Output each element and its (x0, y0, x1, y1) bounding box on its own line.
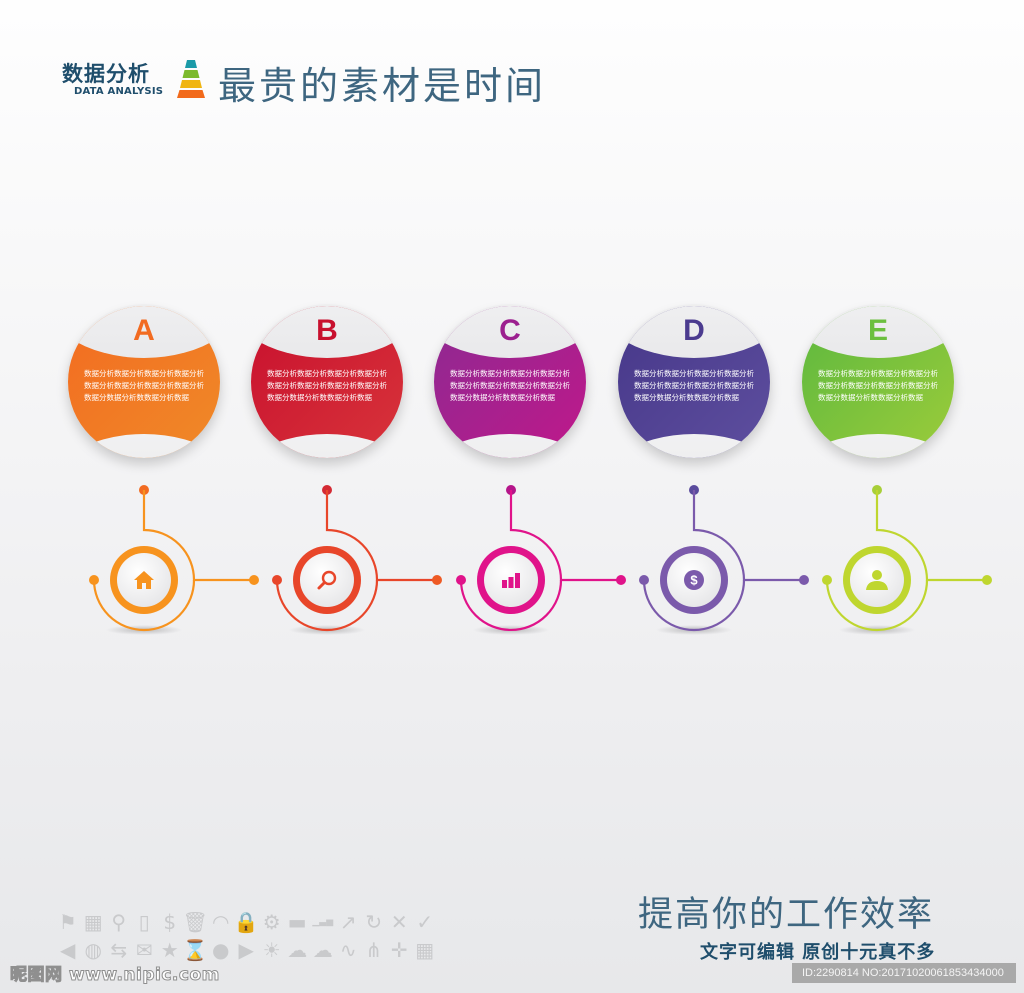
trash-icon: 🗑 (182, 910, 208, 934)
step-text: 数据分析数据分析数据分析数据分析数据分析数据分析数据分析数据分析数据分数据分析数… (634, 369, 754, 403)
globe-icon: ◍ (84, 938, 102, 962)
search-icon: ⚲ (111, 910, 127, 934)
phone-icon: ▯ (138, 910, 150, 934)
step-letter: C (499, 314, 521, 347)
step-card-e: E 数据分析数据分析数据分析数据分析数据分析数据分析数据分析数据分析数据分数据分… (802, 306, 954, 458)
card-bottom-cap (802, 434, 954, 458)
brand-title-en: DATA ANALYSIS (74, 86, 164, 97)
icon-row-2: ◀ ◍ ⇆ ✉ ★ ⌛ ● ▶ ☀ ☁ ☁ ∿ ⋔ ✛ ▦ (55, 936, 515, 964)
card-top-cap (68, 306, 220, 358)
cloud-upload-icon: ☁ (287, 938, 308, 962)
trend-icon: ↗ (339, 910, 357, 934)
pyramid-icon (177, 60, 205, 98)
dollar-icon: $ (679, 565, 709, 595)
step-card-b: B 数据分析数据分析数据分析数据分析数据分析数据分析数据分析数据分析数据分数据分… (251, 306, 403, 458)
hourglass-icon: ⌛ (182, 938, 208, 962)
wifi-icon: ◠ (212, 910, 230, 934)
step-letter: A (133, 314, 155, 347)
gears-icon: ⚙ (262, 910, 281, 934)
bar-chart-icon (496, 565, 526, 595)
timeline-node-c (456, 485, 626, 635)
crosshair-icon: ✛ (390, 938, 408, 962)
decorative-icon-grid: ⚑ ▦ ⚲ ▯ $ 🗑 ◠ 🔒 ⚙ ▬ ▁▃▅ ↗ ↻ ✕ ✓ ◀ ◍ ⇆ ✉ … (55, 908, 515, 964)
card-top-cap (434, 306, 586, 358)
video-icon: ▶ (238, 938, 254, 962)
check-icon: ✓ (416, 910, 434, 934)
step-letter: B (316, 314, 338, 347)
step-card-a: A 数据分析数据分析数据分析数据分析数据分析数据分析数据分析数据分析数据分数据分… (68, 306, 220, 458)
search-icon (312, 565, 342, 595)
watermark: 昵图网 www.nipic.com (10, 965, 220, 986)
step-text: 数据分析数据分析数据分析数据分析数据分析数据分析数据分析数据分析数据分数据分析数… (450, 369, 570, 403)
card-top-cap (802, 306, 954, 358)
card-top-cap (618, 306, 770, 358)
sub-slogan: 文字可编辑 原创十元真不多 (700, 942, 936, 963)
card-bottom-cap (68, 434, 220, 458)
step-card-d: D 数据分析数据分析数据分析数据分析数据分析数据分析数据分析数据分析数据分数据分… (618, 306, 770, 458)
timeline-node-b (272, 485, 442, 635)
swap-icon: ⇆ (110, 938, 128, 962)
step-text: 数据分析数据分析数据分析数据分析数据分析数据分析数据分析数据分析数据分数据分析数… (84, 369, 204, 403)
dollar-icon: $ (163, 910, 177, 934)
megaphone-icon: ◀ (60, 938, 76, 962)
flag-icon: ⚑ (58, 910, 77, 934)
card-bottom-cap (618, 434, 770, 458)
slogan: 提高你的工作效率 (638, 895, 935, 935)
briefcase-icon: ▬ (287, 910, 307, 934)
step-letter: D (683, 314, 705, 347)
card-bottom-cap (251, 434, 403, 458)
home-icon (129, 565, 159, 595)
star-icon: ★ (160, 938, 179, 962)
bulb-icon: ☀ (262, 938, 281, 962)
chat-icon: ● (212, 938, 230, 962)
step-card-c: C 数据分析数据分析数据分析数据分析数据分析数据分析数据分析数据分析数据分数据分… (434, 306, 586, 458)
image-id-bar: ID:2290814 NO:20171020061853434000 (792, 963, 1016, 983)
refresh-icon: ↻ (365, 910, 383, 934)
icon-row-1: ⚑ ▦ ⚲ ▯ $ 🗑 ◠ 🔒 ⚙ ▬ ▁▃▅ ↗ ↻ ✕ ✓ (55, 908, 515, 936)
mail-icon: ✉ (135, 938, 153, 962)
step-letter: E (867, 314, 888, 347)
lock-icon: 🔒 (233, 910, 259, 934)
svg-text:$: $ (690, 573, 698, 588)
hierarchy-icon: ⋔ (365, 938, 383, 962)
user-icon (862, 565, 892, 595)
brand-title-cn: 数据分析 (62, 62, 150, 86)
graph-icon: ∿ (339, 938, 357, 962)
timeline-node-d (639, 485, 809, 635)
card-top-cap (251, 306, 403, 358)
cloud-download-icon: ☁ (312, 938, 333, 962)
timeline-node-e (822, 485, 992, 635)
signal-icon: ▁▃▅ (312, 917, 334, 927)
card-bottom-cap (434, 434, 586, 458)
step-text: 数据分析数据分析数据分析数据分析数据分析数据分析数据分析数据分析数据分数据分析数… (818, 369, 938, 403)
calendar-icon: ▦ (83, 910, 103, 934)
headline: 最贵的素材是时间 (218, 64, 547, 108)
close-icon: ✕ (390, 910, 408, 934)
timeline-node-a (89, 485, 259, 635)
calendar-dollar-icon: ▦ (415, 938, 435, 962)
step-text: 数据分析数据分析数据分析数据分析数据分析数据分析数据分析数据分析数据分数据分析数… (267, 369, 387, 403)
